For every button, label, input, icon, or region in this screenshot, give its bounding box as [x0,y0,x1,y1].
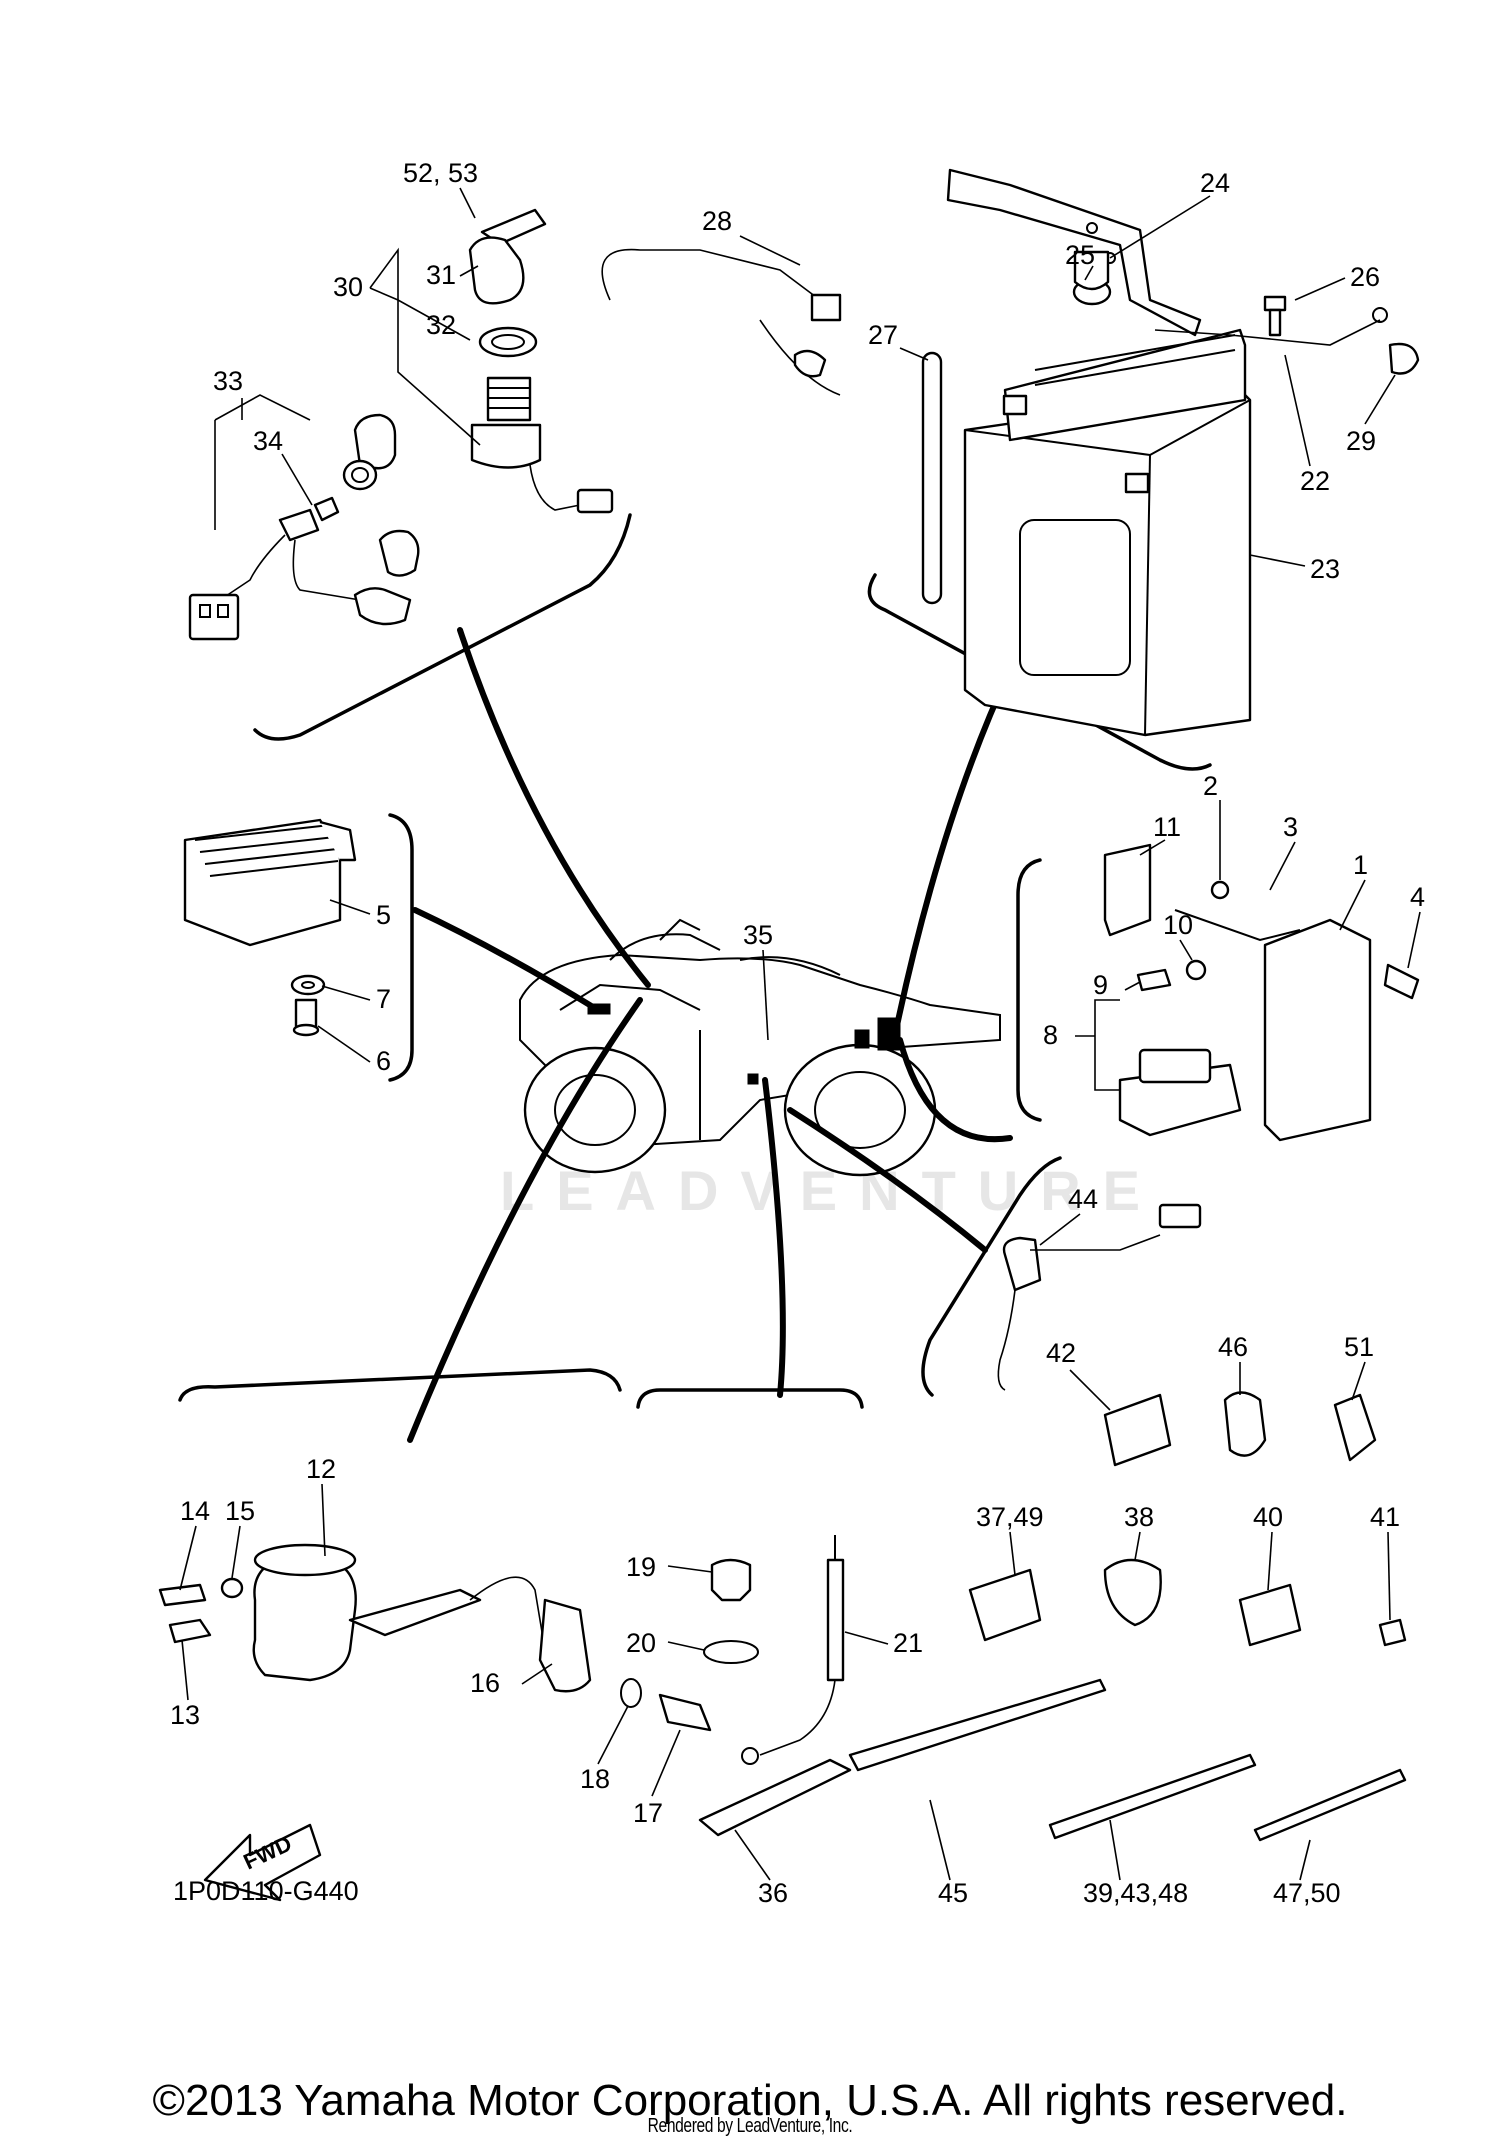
indicator-light-lead [188,394,420,641]
label-22: 22 [1300,466,1330,496]
label-23: 23 [1310,554,1340,584]
label-26: 26 [1350,262,1380,292]
label-33: 33 [213,366,243,396]
label-11: 11 [1153,812,1181,842]
label-2: 2 [1203,771,1218,801]
label-35: 35 [743,920,773,950]
leader-lines [179,187,1421,1881]
label-16: 16 [470,1668,500,1698]
main-switch [468,208,614,514]
sensors [620,1535,845,1765]
label-3: 3 [1283,812,1298,842]
callout-lines [407,627,1013,1443]
label-52-53: 52, 53 [403,158,478,188]
label-40: 40 [1253,1502,1283,1532]
label-15: 15 [225,1496,255,1526]
label-34: 34 [253,426,283,456]
label-24: 24 [1200,168,1230,198]
label-25: 25 [1065,240,1095,270]
part-labels: 52, 53 31 30 32 33 34 28 24 25 26 27 29 … [170,158,1425,1908]
label-44: 44 [1068,1184,1098,1214]
label-18: 18 [580,1764,610,1794]
copyright-notice: ©2013 Yamaha Motor Corporation, U.S.A. A… [152,2076,1348,2125]
label-46: 46 [1218,1332,1248,1362]
label-21: 21 [893,1628,923,1658]
label-7: 7 [376,984,391,1014]
label-41: 41 [1370,1502,1400,1532]
label-39-43-48: 39,43,48 [1083,1878,1188,1908]
label-36: 36 [758,1878,788,1908]
label-20: 20 [626,1628,656,1658]
label-29: 29 [1346,426,1376,456]
group-brackets [178,513,1212,1409]
rendered-by-credit: Rendered by LeadVenture, Inc. [647,2115,853,2137]
rectifier-regulator [183,818,357,1037]
label-32: 32 [426,310,456,340]
label-38: 38 [1124,1502,1154,1532]
label-30: 30 [333,272,363,302]
relay-cdi-unit [1103,843,1420,1142]
label-19: 19 [626,1552,656,1582]
diagram-code: 1P0D110-G440 [173,1876,359,1906]
label-12: 12 [306,1454,336,1484]
label-6: 6 [376,1046,391,1076]
label-37-49: 37,49 [976,1502,1044,1532]
label-31: 31 [426,260,456,290]
clamps-and-ties [698,1391,1407,1842]
label-14: 14 [180,1496,210,1526]
label-4: 4 [1410,882,1425,912]
label-13: 13 [170,1700,200,1730]
label-1: 1 [1353,850,1368,880]
neutral-switch-lead [997,1203,1202,1391]
ignition-coil [158,1543,592,1693]
label-51: 51 [1344,1332,1374,1362]
label-9: 9 [1093,970,1108,1000]
battery-assembly [601,168,1420,737]
fwd-arrow: FWD [203,1823,322,1902]
label-17: 17 [633,1798,663,1828]
label-10: 10 [1163,910,1193,940]
label-8: 8 [1043,1020,1058,1050]
label-45: 45 [938,1878,968,1908]
atv-illustration [519,918,1001,1177]
label-27: 27 [868,320,898,350]
label-42: 42 [1046,1338,1076,1368]
label-5: 5 [376,900,391,930]
label-47-50: 47,50 [1273,1878,1341,1908]
label-28: 28 [702,206,732,236]
